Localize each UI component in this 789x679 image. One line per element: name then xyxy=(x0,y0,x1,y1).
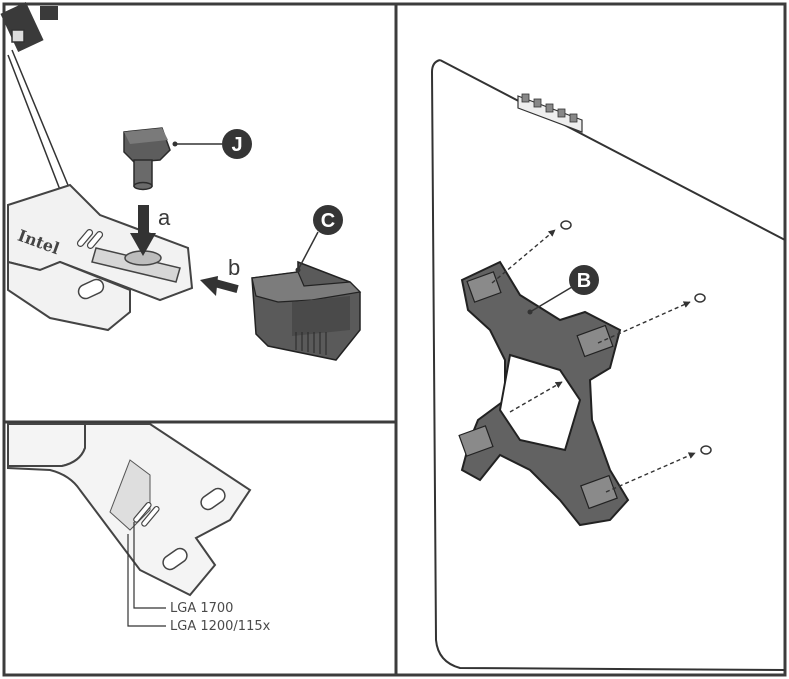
callout-b-label: B xyxy=(577,270,591,292)
screw-1 xyxy=(560,220,572,230)
panel-bottom-left: LGA 1700 LGA 1200/115x xyxy=(7,423,271,634)
callout-b: B xyxy=(527,265,599,315)
mounting-bracket: Intel xyxy=(7,183,194,332)
clip-part-c xyxy=(251,260,362,361)
bracket-closeup xyxy=(7,423,252,597)
label-lga-1200-115x: LGA 1200/115x xyxy=(170,619,271,634)
screw-paths xyxy=(491,229,696,493)
motherboard-outline xyxy=(430,59,786,671)
screw-3 xyxy=(700,445,712,455)
arrow-step-a xyxy=(130,205,156,256)
step-label-a: a xyxy=(158,205,171,230)
spacer-part-j xyxy=(123,127,171,191)
callout-c: C xyxy=(295,205,343,273)
screw-2 xyxy=(694,293,706,303)
callout-j: J xyxy=(172,129,252,159)
callout-c-label: C xyxy=(321,210,335,232)
panel-right: B xyxy=(430,59,786,671)
panel-top-left: Intel a b xyxy=(0,2,362,361)
step-label-b: b xyxy=(228,255,240,280)
cable-connector xyxy=(0,2,71,196)
board-connector xyxy=(517,93,583,133)
arrow-step-b xyxy=(200,276,239,296)
callout-j-label: J xyxy=(231,134,242,156)
label-lga-1700: LGA 1700 xyxy=(170,601,233,616)
backplate-part-b xyxy=(458,260,630,527)
socket-leader-lines xyxy=(127,522,166,627)
